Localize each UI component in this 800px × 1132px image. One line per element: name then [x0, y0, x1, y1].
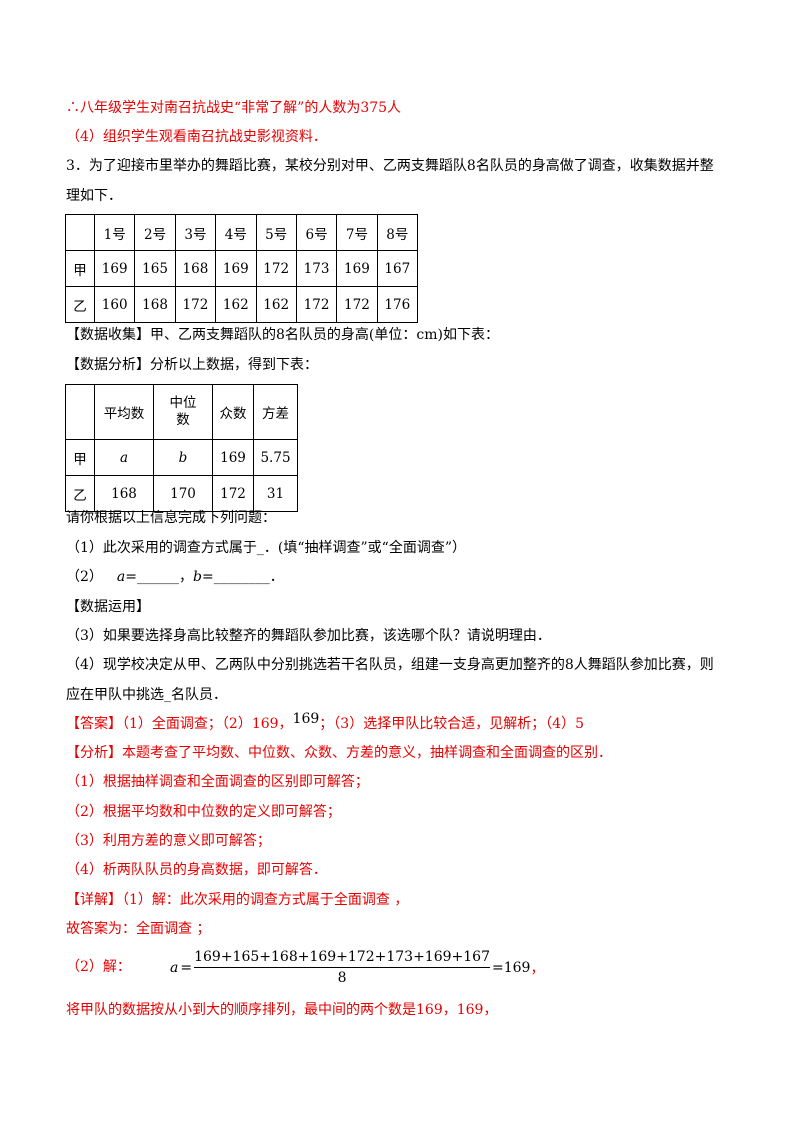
- mean-formula: a= 169+165+168+169+172+173+169+167 8 =16…: [170, 948, 545, 987]
- table-cell: 167: [376, 250, 419, 287]
- fraction-denominator: 8: [337, 970, 347, 986]
- part-2-line: （2） a=______，b=________．: [66, 567, 284, 587]
- answer-text-2: ；（3）选择甲队比较合适，见解析；（4）5: [319, 716, 585, 732]
- table-cell: 176: [376, 286, 419, 323]
- answer-median-value: 169: [292, 711, 320, 727]
- var-b: b: [193, 569, 202, 585]
- part-1-line: （1）此次采用的调查方式属于_．(填“抽样调查”或“全面调查”）: [66, 540, 466, 556]
- formula-comma: ，: [530, 960, 545, 977]
- answer-4-line: （4）组织学生观看南召抗战史影视资料．: [66, 129, 327, 145]
- formula-result: =169: [491, 959, 531, 976]
- part-3-line: （3）如果要选择身高比较整齐的舞蹈队参加比赛，该选哪个队？请说明理由．: [66, 628, 551, 644]
- table-row: 1号 2号 3号 4号 5号 6号 7号 8号: [65, 214, 419, 251]
- detail-line: 【详解】（1）解：此次采用的调查方式属于全面调查 ，: [66, 892, 409, 908]
- table-cell: 160: [93, 286, 136, 323]
- table-cell: 2号: [134, 214, 176, 251]
- table-cell: 5.75: [253, 439, 298, 476]
- analysis-4-line: （4）析两队队员的身高数据，即可解答．: [66, 862, 327, 878]
- formula-var-a: a: [170, 959, 179, 976]
- answer-text-1: （1）全面调查；（2）169，: [122, 716, 293, 732]
- part-4-line-2: 应在甲队中挑选_名队员．: [66, 687, 227, 703]
- stats-table: 平均数 中位 数 众数 方差 甲 a b 169 5.75 乙 168 170 …: [65, 384, 298, 512]
- fraction: 169+165+168+169+172+173+169+167 8: [194, 948, 490, 987]
- table-cell: 169: [93, 250, 136, 287]
- fraction-numerator: 169+165+168+169+172+173+169+167: [194, 949, 490, 965]
- table-cell: 168: [174, 250, 217, 287]
- table-cell: [65, 214, 95, 251]
- table-cell: [65, 384, 95, 440]
- table-cell: 162: [255, 286, 297, 323]
- table-cell: 平均数: [94, 384, 154, 440]
- table-cell: 1号: [93, 214, 136, 251]
- question-3-line-1: 3．为了迎接市里举办的舞蹈比赛，某校分别对甲、乙两支舞蹈队8名队员的身高做了调查…: [66, 158, 714, 174]
- detail-answer-line: 故答案为：全面调查 ；: [66, 921, 211, 937]
- data-analyze-line: 【数据分析】分析以上数据，得到下表：: [66, 357, 318, 373]
- table-cell: 3号: [174, 214, 217, 251]
- analysis-1-line: （1）根据抽样调查和全面调查的区别即可解答；: [66, 774, 369, 790]
- table-cell: 172: [336, 286, 378, 323]
- analysis-line: 【分析】本题考查了平均数、中位数、众数、方差的意义，抽样调查和全面调查的区别．: [66, 745, 612, 761]
- table-cell: 31: [253, 475, 298, 512]
- table-cell: 5号: [255, 214, 297, 251]
- part-2-prefix: （2）: [66, 569, 103, 585]
- sorted-data-line: 将甲队的数据按从小到大的顺序排列，最中间的两个数是169，169，: [66, 1002, 498, 1018]
- blank-a: =______，: [125, 569, 194, 585]
- table-row: 平均数 中位 数 众数 方差: [65, 384, 298, 440]
- solution-prefix: （2）解：: [66, 959, 131, 975]
- data-use-line: 【数据运用】: [66, 599, 150, 615]
- table-cell: 甲: [65, 439, 95, 476]
- table-row: 乙 160 168 172 162 162 172 172 176: [65, 286, 419, 323]
- var-a: a: [116, 569, 126, 585]
- table-cell: 8号: [376, 214, 419, 251]
- table-cell: 中位 数: [153, 384, 213, 440]
- table-cell: a: [94, 439, 154, 476]
- table-cell: 169: [336, 250, 378, 287]
- data-collect-line: 【数据收集】甲、乙两支舞蹈队的8名队员的身高(单位：cm)如下表：: [66, 327, 499, 343]
- answer-tag: 【答案】: [66, 716, 122, 732]
- table-row: 甲 169 165 168 169 172 173 169 167: [65, 250, 419, 287]
- conclusion-line: ∴八年级学生对南召抗战史“非常了解”的人数为375人: [66, 100, 402, 116]
- table-cell: 众数: [212, 384, 254, 440]
- table-cell: 172: [255, 250, 297, 287]
- table-cell: 6号: [295, 214, 338, 251]
- table-cell: 172: [295, 286, 338, 323]
- table-cell: 169: [212, 439, 254, 476]
- height-table: 1号 2号 3号 4号 5号 6号 7号 8号 甲 169 165 168 16…: [65, 214, 419, 323]
- table-cell: 乙: [65, 475, 95, 512]
- table-cell: 165: [134, 250, 176, 287]
- analysis-3-line: （3）利用方差的意义即可解答；: [66, 833, 271, 849]
- table-row: 甲 a b 169 5.75: [65, 439, 298, 476]
- table-cell: 172: [212, 475, 254, 512]
- analysis-2-line: （2）根据平均数和中位数的定义即可解答；: [66, 804, 341, 820]
- answer-line: 【答案】（1）全面调查；（2）169，169；（3）选择甲队比较合适，见解析；（…: [66, 711, 585, 734]
- table-cell: 170: [153, 475, 213, 512]
- table-cell: 甲: [65, 250, 95, 287]
- table-row: 乙 168 170 172 31: [65, 475, 298, 512]
- table-cell: 7号: [336, 214, 378, 251]
- blank-b: =________．: [201, 569, 284, 585]
- table-cell: 173: [295, 250, 338, 287]
- table-cell: 方差: [253, 384, 298, 440]
- table-cell: 168: [94, 475, 154, 512]
- table-cell: 172: [174, 286, 217, 323]
- table-cell: 4号: [215, 214, 257, 251]
- table-cell: 乙: [65, 286, 95, 323]
- table-cell: b: [153, 439, 213, 476]
- table-cell: 168: [134, 286, 176, 323]
- table-cell: 169: [215, 250, 257, 287]
- table-cell: 162: [215, 286, 257, 323]
- question-3-line-2: 理如下．: [66, 188, 122, 204]
- part-4-line-1: （4）现学校决定从甲、乙两队中分别挑选若干名队员，组建一支身高更加整齐的8人舞蹈…: [66, 657, 714, 673]
- prompt-line: 请你根据以上信息完成下列问题：: [66, 510, 276, 526]
